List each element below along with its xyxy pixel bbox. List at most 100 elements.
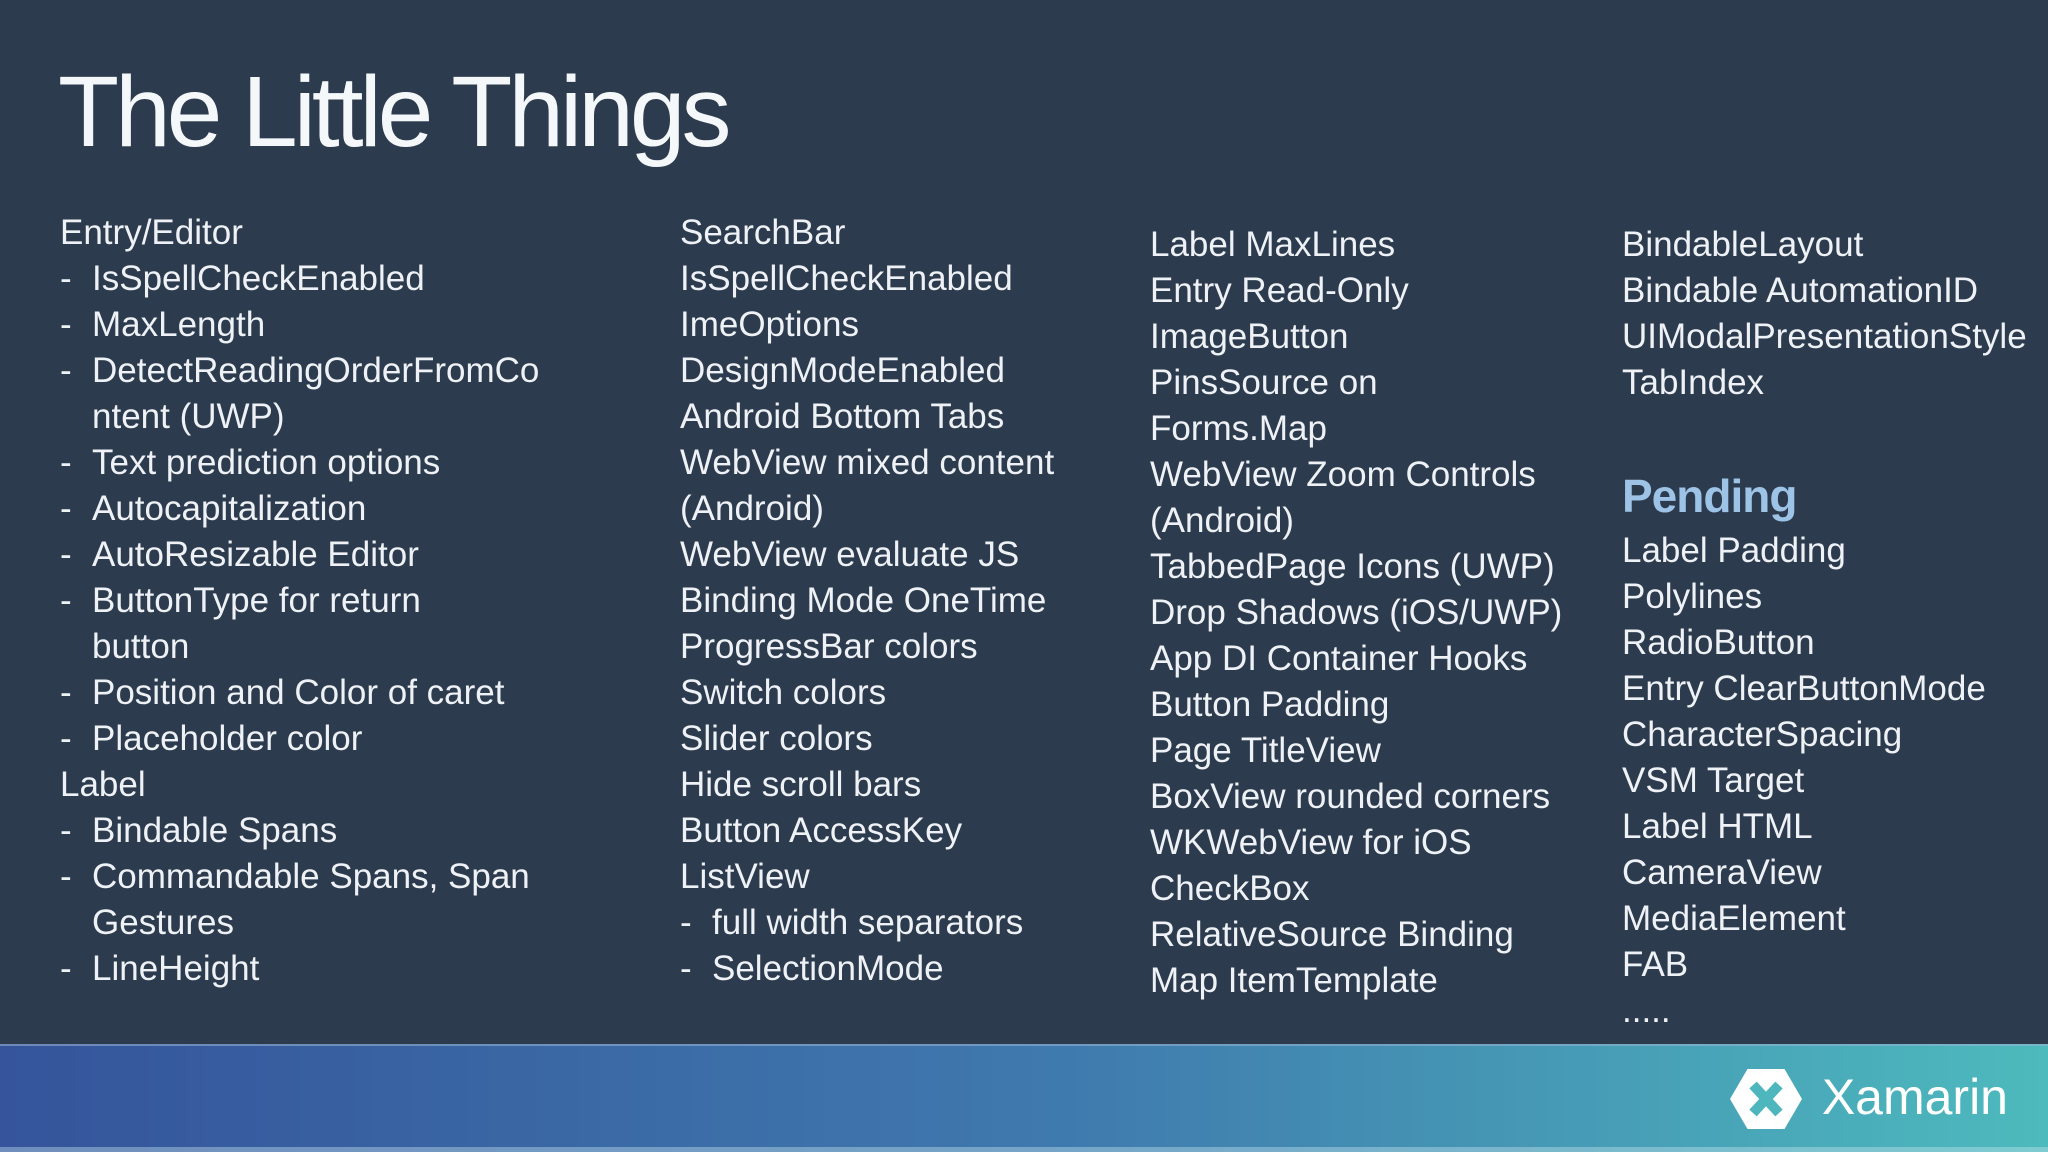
line-text: RelativeSource Binding [1150, 915, 1514, 954]
hexagon-x-icon [1729, 1069, 1802, 1129]
line-text: Slider colors [680, 719, 873, 758]
line-text: Text prediction options [92, 443, 441, 482]
line-text: VSM Target [1622, 761, 1805, 800]
line-text: AutoResizable Editor [92, 535, 419, 574]
line-text: button [92, 627, 190, 666]
line-text: Forms.Map [1150, 409, 1327, 448]
line-text: Hide scroll bars [680, 765, 922, 804]
list-line: Slider colors [680, 716, 1150, 762]
line-text: CameraView [1622, 853, 1822, 892]
line-text: Entry ClearButtonMode [1622, 669, 1986, 708]
list-line: VSM Target [1622, 758, 2042, 804]
feature-columns: Entry/Editor-IsSpellCheckEnabled-MaxLeng… [0, 210, 2048, 1034]
list-line: -IsSpellCheckEnabled [60, 256, 680, 302]
line-text: Gestures [92, 903, 234, 942]
list-line: Label Padding [1622, 528, 2042, 574]
line-text: BindableLayout [1622, 225, 1864, 264]
line-text: Button AccessKey [680, 811, 963, 850]
list-line: Label [60, 762, 680, 808]
line-text: RadioButton [1622, 623, 1815, 662]
line-text: DetectReadingOrderFromCo [92, 351, 540, 390]
bullet-dash: - [60, 305, 72, 344]
list-line: Label MaxLines [1150, 222, 1622, 268]
list-line: ImageButton [1150, 314, 1622, 360]
line-text: Switch colors [680, 673, 887, 712]
line-text: Label Padding [1622, 531, 1846, 570]
list-line: Bindable AutomationID [1622, 268, 2042, 314]
list-line: App DI Container Hooks [1150, 636, 1622, 682]
line-text: Label MaxLines [1150, 225, 1396, 264]
list-line: RadioButton [1622, 620, 2042, 666]
list-line: Forms.Map [1150, 406, 1622, 452]
bullet-dash: - [60, 259, 72, 298]
bullet-dash: - [680, 949, 692, 988]
line-text: Label HTML [1622, 807, 1813, 846]
line-text: WebView Zoom Controls [1150, 455, 1536, 494]
list-line: CheckBox [1150, 866, 1622, 912]
bullet-dash: - [60, 811, 72, 850]
list-line: ..... [1622, 988, 2042, 1034]
line-text: Entry Read-Only [1150, 271, 1409, 310]
line-text: BoxView rounded corners [1150, 777, 1551, 816]
line-text: CheckBox [1150, 869, 1310, 908]
line-text: SelectionMode [712, 949, 944, 988]
text-column-1: Entry/Editor-IsSpellCheckEnabled-MaxLeng… [60, 210, 680, 992]
list-line: ImeOptions [680, 302, 1150, 348]
list-line: Polylines [1622, 574, 2042, 620]
footer-bar: Xamarin [0, 1044, 2048, 1152]
list-line: ntent (UWP) [60, 394, 680, 440]
line-text: Binding Mode OneTime [680, 581, 1047, 620]
list-line: -ButtonType for return [60, 578, 680, 624]
xamarin-wordmark: Xamarin [1821, 1069, 2008, 1125]
line-text: (Android) [1150, 501, 1294, 540]
line-text: WKWebView for iOS [1150, 823, 1472, 862]
line-text: Bindable Spans [92, 811, 338, 850]
list-line: (Android) [680, 486, 1150, 532]
list-line: ProgressBar colors [680, 624, 1150, 670]
list-line: Entry Read-Only [1150, 268, 1622, 314]
line-text: (Android) [680, 489, 824, 528]
line-text: TabIndex [1622, 363, 1765, 402]
list-line: MediaElement [1622, 896, 2042, 942]
list-line: Android Bottom Tabs [680, 394, 1150, 440]
list-line: Button AccessKey [680, 808, 1150, 854]
bullet-dash: - [60, 581, 72, 620]
list-line: button [60, 624, 680, 670]
spacer [1622, 406, 2042, 464]
list-line: Label HTML [1622, 804, 2042, 850]
line-text: WebView evaluate JS [680, 535, 1020, 574]
list-line: -DetectReadingOrderFromCo [60, 348, 680, 394]
bullet-dash: - [60, 857, 72, 896]
line-text: IsSpellCheckEnabled [92, 259, 425, 298]
list-line: -Autocapitalization [60, 486, 680, 532]
line-text: Page TitleView [1150, 731, 1381, 770]
line-text: ImeOptions [680, 305, 859, 344]
list-line: -Commandable Spans, Span [60, 854, 680, 900]
list-line: CameraView [1622, 850, 2042, 896]
list-line: FAB [1622, 942, 2042, 988]
line-text: ListView [680, 857, 810, 896]
list-line: -Position and Color of caret [60, 670, 680, 716]
list-line: Hide scroll bars [680, 762, 1150, 808]
line-text: Placeholder color [92, 719, 363, 758]
list-line: BindableLayout [1622, 222, 2042, 268]
list-line: -full width separators [680, 900, 1150, 946]
list-line: WebView mixed content [680, 440, 1150, 486]
list-line: WebView evaluate JS [680, 532, 1150, 578]
line-text: full width separators [712, 903, 1024, 942]
line-text: ProgressBar colors [680, 627, 978, 666]
list-line: UIModalPresentationStyle [1622, 314, 2042, 360]
line-text: MediaElement [1622, 899, 1846, 938]
line-text: Pending [1622, 470, 1797, 522]
line-text: Polylines [1622, 577, 1763, 616]
line-text: PinsSource on [1150, 363, 1378, 402]
list-line: -MaxLength [60, 302, 680, 348]
line-text: IsSpellCheckEnabled [680, 259, 1013, 298]
bullet-dash: - [60, 489, 72, 528]
list-line: -AutoResizable Editor [60, 532, 680, 578]
list-line: WKWebView for iOS [1150, 820, 1622, 866]
